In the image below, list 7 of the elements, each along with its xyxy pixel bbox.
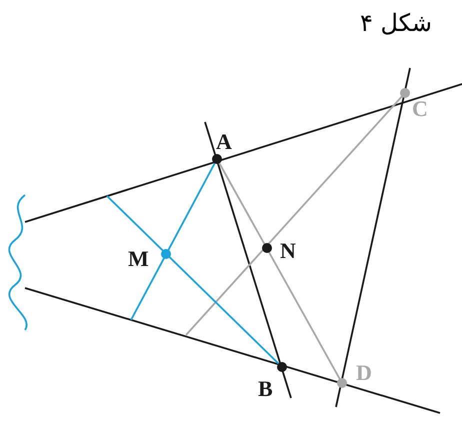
figure-title: شکل ۴	[360, 8, 432, 38]
point-label: D	[356, 362, 372, 384]
point-label: B	[258, 378, 273, 400]
point-label: C	[412, 98, 428, 120]
point-label: N	[280, 240, 296, 262]
point-label: M	[128, 248, 149, 270]
point-label: A	[216, 131, 232, 153]
